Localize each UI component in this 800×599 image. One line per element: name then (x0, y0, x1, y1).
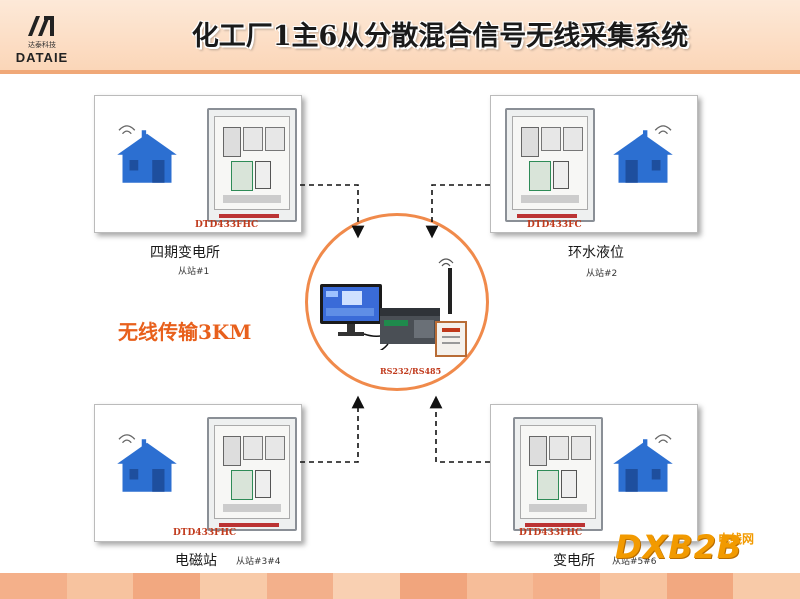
antenna-icon (438, 258, 454, 314)
house-icon (117, 125, 177, 183)
footer-band (0, 573, 800, 599)
station-sub-label: 从站#5#6 (612, 557, 657, 567)
house-icon (613, 434, 673, 492)
radio-module-icon (435, 321, 467, 357)
station-sub-label: 从站#1 (178, 267, 210, 277)
logo-chinese-text: 达泰科技 (28, 41, 56, 49)
footer-stripe (666, 573, 734, 599)
company-logo: 达泰科技 DATAIE (12, 10, 72, 66)
page-title: 化工厂1主6从分散混合信号无线采集系统 (191, 21, 689, 52)
arrow-icon (300, 184, 365, 239)
station-sub-label: 从站#3#4 (236, 557, 281, 567)
control-cabinet (207, 417, 297, 531)
header-banner: 达泰科技 DATAIE 化工厂1主6从分散混合信号无线采集系统 (0, 0, 800, 74)
plc-icon (379, 308, 440, 350)
footer-stripe (266, 573, 334, 599)
station-name: 环水液位 (568, 245, 624, 261)
arrow-icon (429, 395, 490, 463)
station-sub-label: 从站#2 (586, 269, 618, 279)
footer-stripe (200, 573, 267, 599)
device-model-label: DTD433FHC (195, 220, 259, 230)
station-name: 四期变电所 (150, 245, 220, 261)
logo-english-text: DATAIE (15, 50, 69, 65)
monitor-icon (320, 284, 384, 337)
station-name: 电磁站 (175, 553, 217, 569)
station-name: 变电所 (553, 553, 595, 569)
station-panel-2: DTD433FC (490, 95, 698, 233)
footer-stripe (333, 573, 401, 599)
device-model-label: DTD433FC (527, 220, 582, 230)
footer-stripe (133, 573, 201, 599)
control-cabinet (207, 108, 297, 222)
watermark-brand: DXB2B (615, 528, 743, 566)
footer-stripe (0, 573, 67, 599)
interface-label: RS232/RS485 (380, 366, 442, 376)
station-panel-1: DTD433FHC (94, 95, 302, 233)
station-panel-3: DTD433FHC (94, 404, 302, 542)
footer-stripe (400, 573, 467, 599)
station-panel-4: DTD433FHC (490, 404, 698, 542)
footer-stripe (533, 573, 601, 599)
device-model-label: DTD433FHC (173, 528, 237, 538)
watermark-site: 电线网 (718, 532, 755, 546)
house-icon (117, 434, 177, 492)
device-model-label: DTD433FHC (519, 528, 583, 538)
control-cabinet (513, 417, 603, 531)
footer-stripe (466, 573, 534, 599)
arrow-icon (425, 184, 490, 239)
footer-stripe (733, 573, 800, 599)
footer-stripe (600, 573, 667, 599)
wireless-distance-label: 无线传输3KM (118, 320, 252, 344)
logo-mark-icon (28, 16, 54, 36)
house-icon (613, 125, 673, 183)
footer-stripe (66, 573, 134, 599)
master-station-circle (305, 213, 489, 391)
arrow-icon (300, 395, 365, 463)
control-cabinet (505, 108, 595, 222)
